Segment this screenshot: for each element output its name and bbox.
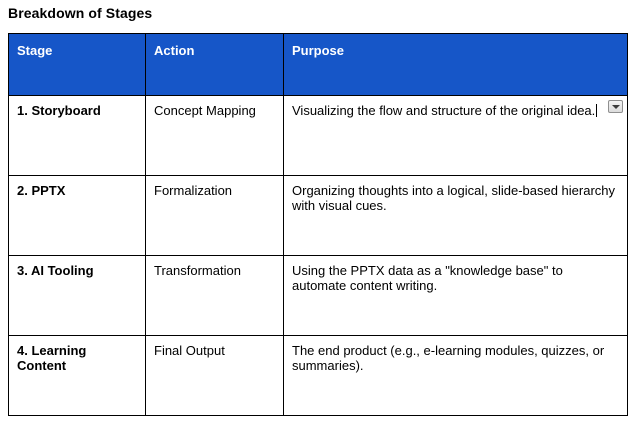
table-header-row: Stage Action Purpose bbox=[8, 33, 628, 96]
stage-cell[interactable]: 3. AI Tooling bbox=[8, 255, 146, 336]
action-cell[interactable]: Transformation bbox=[145, 255, 284, 336]
table-row: 3. AI Tooling Transformation Using the P… bbox=[8, 255, 628, 336]
table-row: 1. Storyboard Concept Mapping Visualizin… bbox=[8, 95, 628, 176]
purpose-cell[interactable]: Visualizing the flow and structure of th… bbox=[283, 95, 628, 176]
action-cell[interactable]: Final Output bbox=[145, 335, 284, 416]
table-row: 2. PPTX Formalization Organizing thought… bbox=[8, 175, 628, 256]
dropdown-arrow-button[interactable] bbox=[608, 100, 623, 113]
purpose-text: Visualizing the flow and structure of th… bbox=[292, 103, 596, 118]
action-cell[interactable]: Formalization bbox=[145, 175, 284, 256]
stage-cell[interactable]: 1. Storyboard bbox=[8, 95, 146, 176]
stage-cell[interactable]: 4. Learning Content bbox=[8, 335, 146, 416]
action-cell[interactable]: Concept Mapping bbox=[145, 95, 284, 176]
column-header-purpose[interactable]: Purpose bbox=[283, 33, 628, 96]
caret-down-icon bbox=[611, 104, 620, 109]
page-title: Breakdown of Stages bbox=[8, 5, 153, 21]
column-header-action[interactable]: Action bbox=[145, 33, 284, 96]
stages-table: Stage Action Purpose 1. Storyboard Conce… bbox=[8, 33, 628, 416]
purpose-cell[interactable]: The end product (e.g., e-learning module… bbox=[283, 335, 628, 416]
column-header-stage[interactable]: Stage bbox=[8, 33, 146, 96]
purpose-cell[interactable]: Organizing thoughts into a logical, slid… bbox=[283, 175, 628, 256]
text-caret bbox=[596, 104, 598, 117]
table-row: 4. Learning Content Final Output The end… bbox=[8, 335, 628, 416]
stage-cell[interactable]: 2. PPTX bbox=[8, 175, 146, 256]
purpose-cell[interactable]: Using the PPTX data as a "knowledge base… bbox=[283, 255, 628, 336]
